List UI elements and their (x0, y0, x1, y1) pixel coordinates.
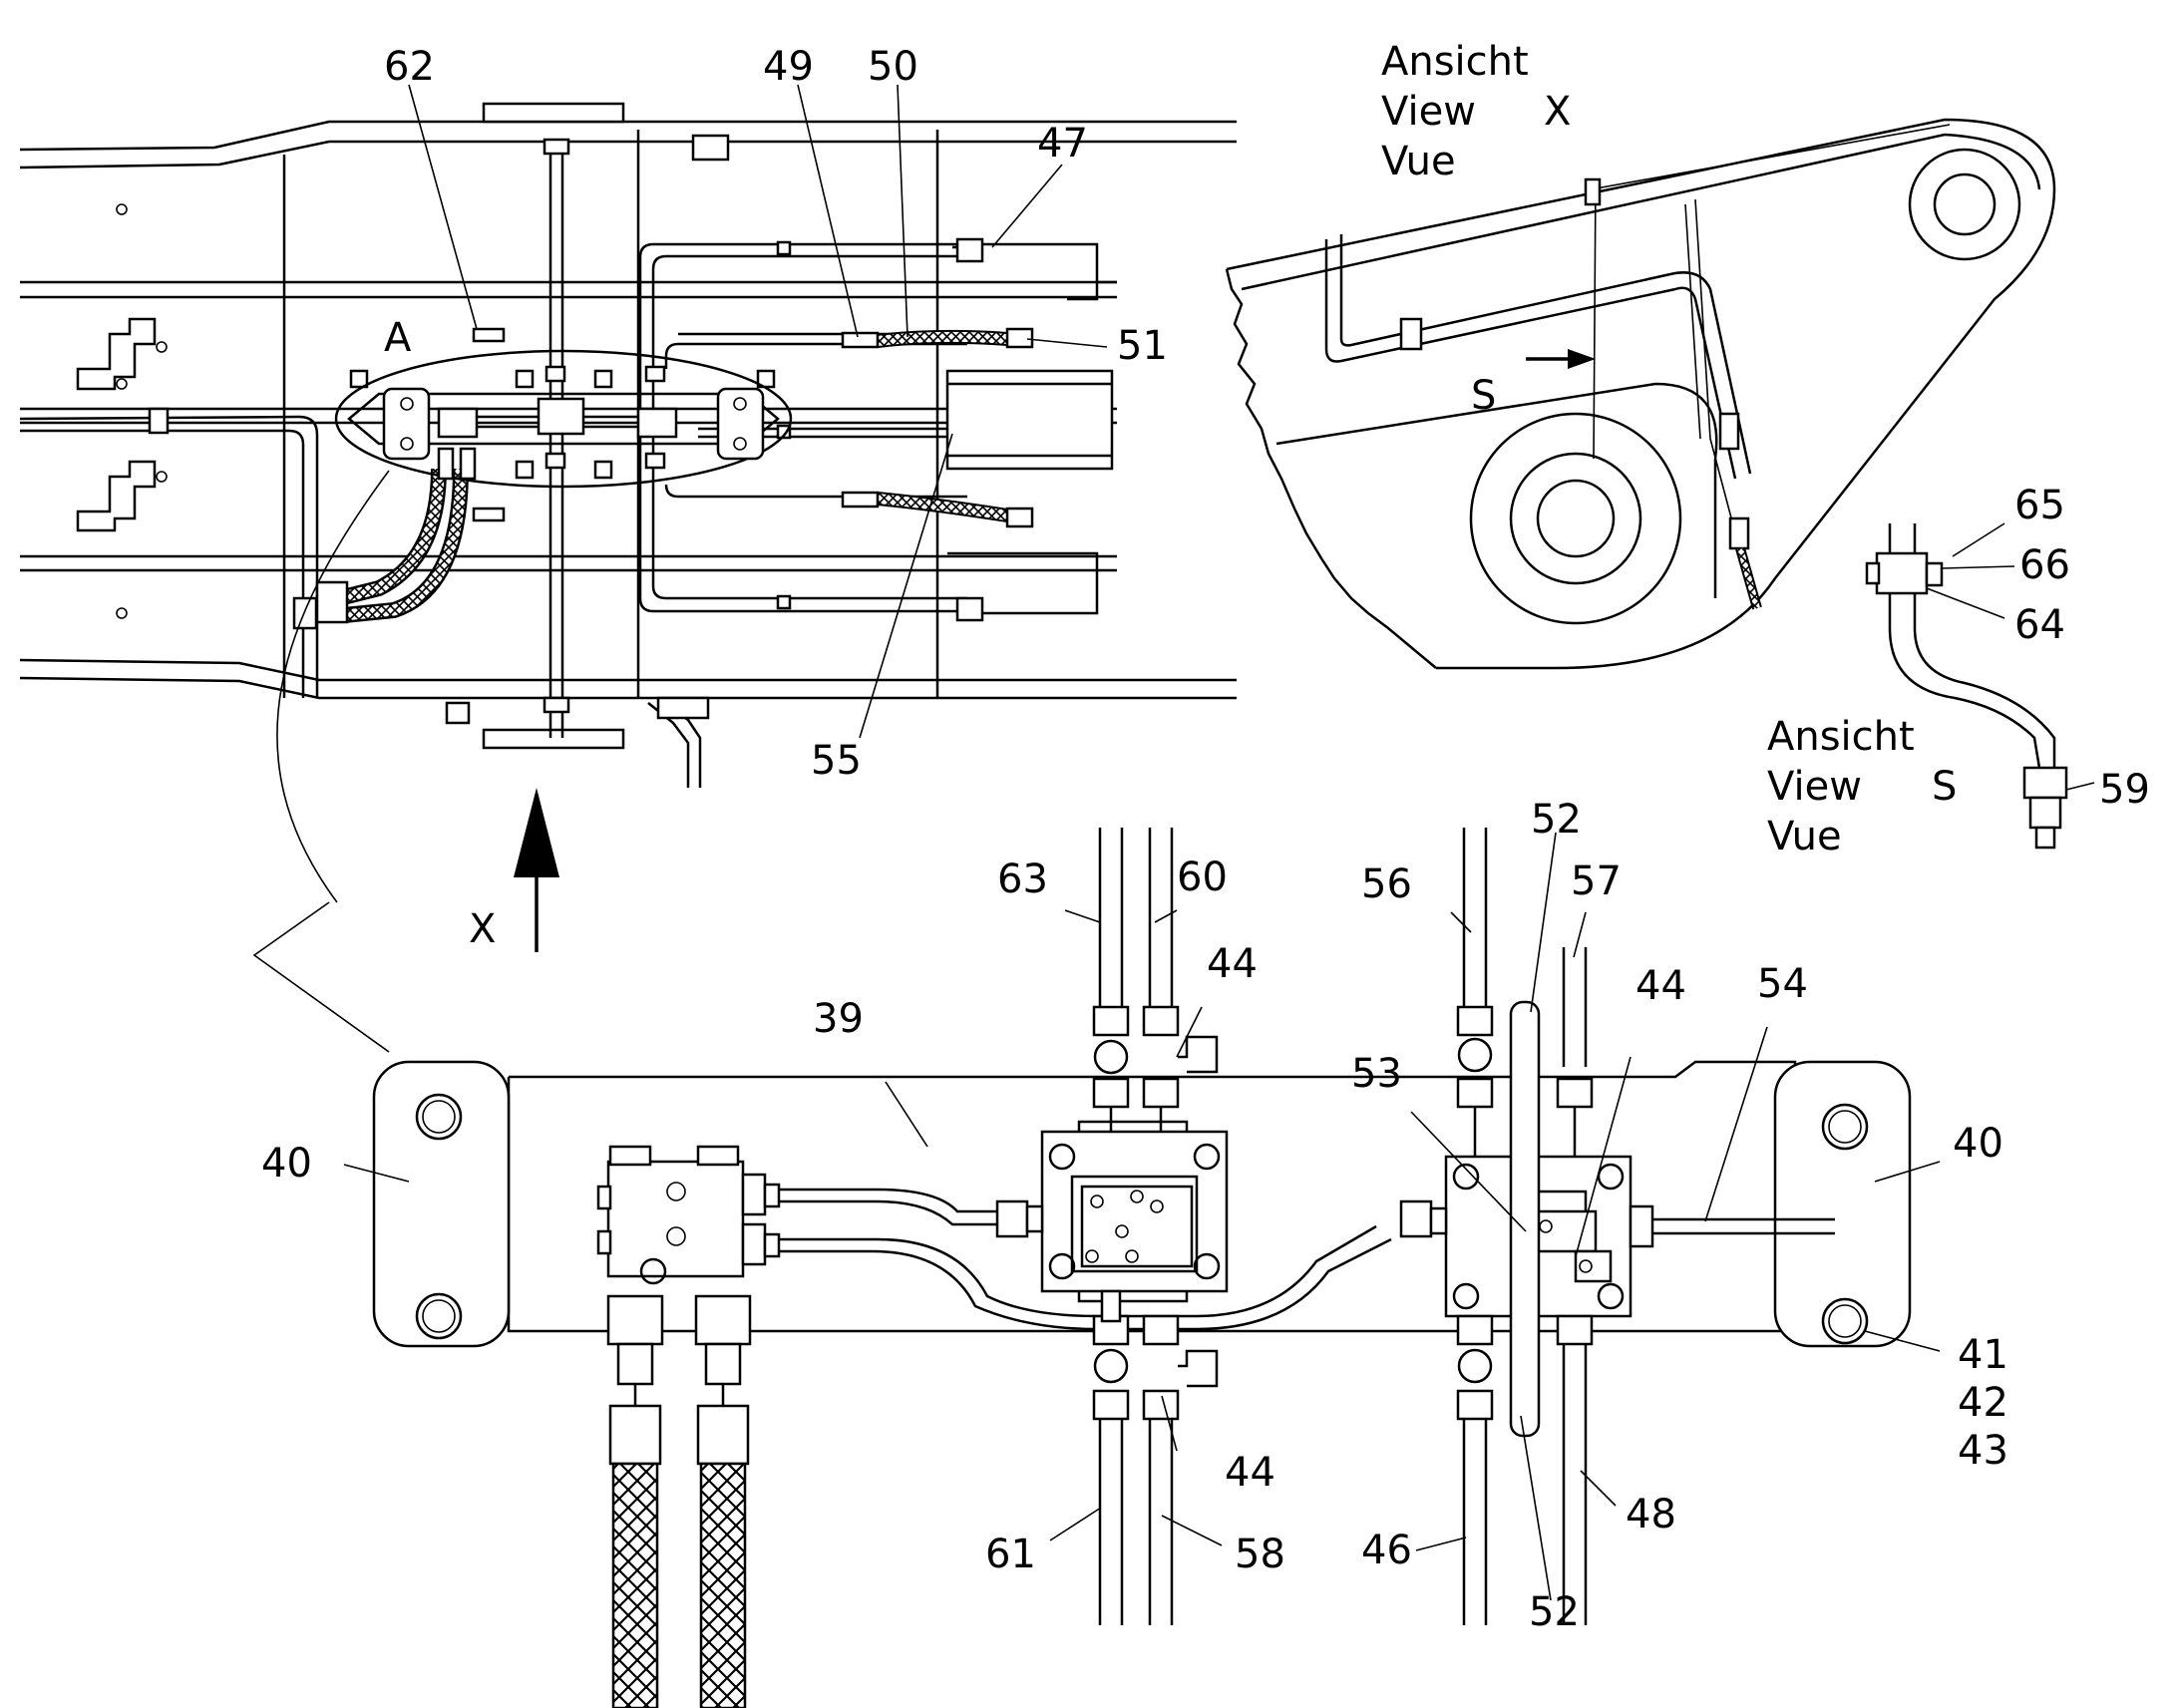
part-label-47: 47 (1037, 121, 1088, 167)
top-plate (482, 102, 625, 124)
detail-label-a: A (384, 315, 412, 361)
view-x-line-2: View (1381, 89, 1476, 135)
cylinder-ends (945, 242, 1117, 615)
part-label-39: 39 (813, 996, 864, 1042)
frame-holes (116, 203, 168, 619)
view-s-letter: S (1932, 764, 1957, 810)
view-x-letter: X (1544, 89, 1571, 135)
mount-bolts (349, 369, 776, 480)
part-label-56: 56 (1361, 861, 1412, 907)
view-s-drawing (1865, 522, 2095, 850)
end-bracket-right (1773, 1060, 1912, 1348)
arrow-label-x: X (469, 906, 496, 952)
part-label-48: 48 (1626, 1492, 1676, 1537)
part-label-55: 55 (811, 738, 862, 784)
detail-a-ellipse (334, 349, 793, 489)
part-label-49: 49 (763, 44, 814, 90)
braided-hoses (606, 1294, 752, 1708)
part-label-44-top-right: 44 (1635, 963, 1686, 1009)
part-label-40-right: 40 (1953, 1121, 2003, 1167)
part-label-41: 41 (1958, 1332, 2008, 1378)
part-label-59: 59 (2099, 767, 2150, 813)
section-label-s: S (1471, 373, 1496, 419)
part-label-60: 60 (1177, 854, 1228, 900)
part-label-53: 53 (1351, 1051, 1402, 1097)
view-s-line-3: Vue (1767, 814, 1842, 859)
mini-manifold (347, 365, 780, 481)
view-x-drawing (1225, 118, 2056, 670)
part-label-52-bottom: 52 (1529, 1589, 1580, 1635)
part-label-52-top: 52 (1531, 797, 1582, 843)
part-label-40-left: 40 (261, 1141, 312, 1187)
part-label-65: 65 (2014, 483, 2065, 528)
part-label-44-top-left: 44 (1207, 941, 1258, 987)
pipe-52 (1509, 1000, 1541, 1438)
part-label-62: 62 (384, 44, 435, 90)
part-label-46: 46 (1361, 1528, 1412, 1573)
part-label-51: 51 (1117, 323, 1168, 369)
part-label-58: 58 (1235, 1532, 1285, 1577)
part-label-54: 54 (1757, 961, 1808, 1007)
part-label-57: 57 (1571, 858, 1622, 904)
part-label-42: 42 (1958, 1380, 2008, 1426)
part-label-63: 63 (997, 856, 1048, 902)
center-vertical-pipes (1092, 828, 1219, 1625)
plan-view (19, 84, 1237, 1053)
view-x-line-1: Ansicht (1381, 39, 1529, 85)
part-labels: 62 49 50 47 51 55 65 66 64 59 63 60 44 3… (261, 44, 2150, 1635)
part-label-44-bottom: 44 (1225, 1450, 1275, 1496)
part-label-50: 50 (868, 44, 918, 90)
view-x-line-3: Vue (1381, 139, 1456, 184)
view-x-arrow (514, 788, 559, 877)
part-label-61: 61 (985, 1532, 1036, 1577)
part-label-43: 43 (1958, 1428, 2008, 1474)
part-label-64: 64 (2014, 602, 2065, 648)
view-s-line-2: View (1767, 764, 1862, 810)
view-s-line-1: Ansicht (1767, 714, 1915, 760)
left-valve-block (606, 1160, 745, 1278)
part-label-66: 66 (2019, 542, 2070, 588)
end-bracket-left (372, 1060, 511, 1348)
view-labels: A X S Ansicht View Vue X Ansicht View Vu… (384, 39, 1957, 952)
detail-a-manifold (343, 828, 1941, 1708)
bottom-plate (482, 728, 625, 750)
